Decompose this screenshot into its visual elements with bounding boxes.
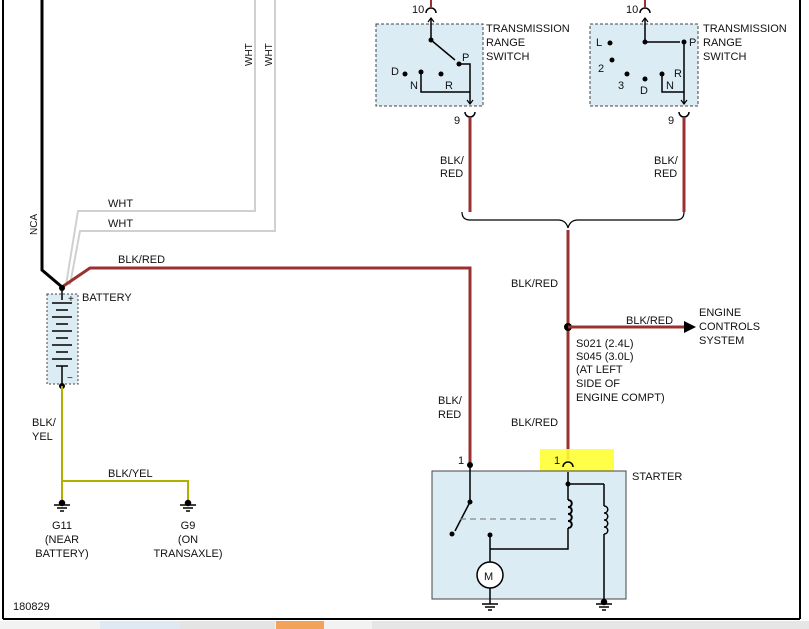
g9-label: G9 (ON TRANSAXLE)	[153, 520, 222, 560]
wht-vertical-label-1: WHT	[244, 43, 255, 66]
ground-g9-symbol	[180, 499, 196, 512]
trs-right-title-2: RANGE	[703, 37, 742, 49]
center-wire-label-1: BLK/RED	[511, 278, 558, 290]
g11-label: G11 (NEAR BATTERY)	[35, 520, 88, 560]
battery-starter-wire	[61, 266, 472, 465]
wht-wire-1	[65, 0, 256, 286]
trs-right-title-3: SWITCH	[703, 51, 746, 63]
blk-red-battery-label: BLK/RED	[118, 254, 165, 266]
starter-pin-1a: 1	[458, 455, 464, 467]
starter-label: STARTER	[632, 471, 682, 483]
trs-left-title-1: TRANSMISSION	[486, 23, 570, 35]
taskbar-segment-2	[180, 621, 275, 629]
wire-brace	[461, 211, 685, 229]
svg-text:G11: G11	[52, 520, 72, 532]
battery-plus: +	[68, 294, 74, 305]
starter-motor-label: M	[484, 571, 493, 583]
engine-controls-wire-label: BLK/RED	[626, 315, 673, 327]
trs-left-pos-d: D	[391, 66, 399, 78]
starter-ground-2	[596, 598, 612, 611]
pin-highlight	[540, 449, 614, 471]
blk-yel-label-c: BLK/YEL	[108, 468, 153, 480]
taskbar-segment-3	[276, 621, 324, 629]
trs-left-pin-top: 10	[412, 4, 424, 16]
engine-controls-2: CONTROLS	[699, 321, 760, 333]
taskbar-segment-4	[372, 621, 809, 629]
ground-g9-wire	[62, 480, 189, 503]
trs-right-pos-2: 2	[598, 63, 604, 75]
starter	[431, 461, 627, 604]
trs-right	[589, 0, 699, 212]
wht-wire-2	[69, 0, 276, 286]
wht-label-2: WHT	[108, 218, 133, 230]
trs-right-pos-p: P	[689, 37, 696, 49]
splice-3: (AT LEFT	[576, 364, 623, 376]
splice-4: SIDE OF	[576, 378, 620, 390]
engine-controls-1: ENGINE	[699, 307, 741, 319]
engine-controls-3: SYSTEM	[699, 335, 744, 347]
svg-text:BATTERY): BATTERY)	[35, 548, 88, 560]
splice-2: S045 (3.0L)	[576, 351, 633, 363]
trs-left-pin-bottom: 9	[454, 115, 460, 127]
trs-right-pos-l: L	[596, 37, 602, 49]
trs-left-title-3: SWITCH	[486, 51, 529, 63]
taskbar-strip	[0, 621, 809, 629]
trs-left-wire-label-a: BLK/	[440, 155, 465, 167]
battery	[46, 288, 79, 386]
trs-left	[375, 0, 484, 212]
ground-g11-symbol	[54, 499, 70, 512]
nca-wire	[40, 0, 63, 289]
trs-right-wire-label-a: BLK/	[654, 155, 679, 167]
trs-left-pos-p: P	[462, 52, 469, 64]
trs-right-pos-n: N	[666, 80, 674, 92]
trs-right-title-1: TRANSMISSION	[703, 23, 787, 35]
trs-right-wire-label-b: RED	[654, 168, 677, 180]
center-wire-label-2: BLK/RED	[511, 417, 558, 429]
wht-vertical-label-2: WHT	[264, 43, 275, 66]
nca-label: NCA	[29, 214, 40, 235]
starter-pin-1b: 1	[554, 455, 560, 467]
trs-right-pos-r: R	[674, 68, 682, 80]
blk-yel-label-a: BLK/	[32, 417, 57, 429]
svg-text:TRANSAXLE): TRANSAXLE)	[153, 548, 222, 560]
starter-ground-1	[482, 603, 498, 611]
engine-controls-arrow	[684, 321, 696, 333]
diagram-id: 180829	[13, 601, 50, 613]
trs-right-pos-d: D	[640, 85, 648, 97]
trs-left-title-2: RANGE	[486, 37, 525, 49]
splice-5: ENGINE COMPT)	[576, 392, 665, 404]
battery-minus: −	[67, 373, 73, 384]
trs-left-wire-label-b: RED	[440, 168, 463, 180]
blk-yel-label-b: YEL	[32, 431, 53, 443]
svg-text:(NEAR: (NEAR	[45, 534, 79, 546]
wht-label-1: WHT	[108, 198, 133, 210]
battery-label: BATTERY	[82, 292, 132, 304]
taskbar-segment-1	[100, 621, 180, 629]
svg-text:G9: G9	[181, 520, 196, 532]
splice-1: S021 (2.4L)	[576, 338, 633, 350]
battery-wire-label-b: RED	[438, 409, 461, 421]
trs-right-pos-3: 3	[618, 80, 624, 92]
trs-right-pin-bottom: 9	[668, 115, 674, 127]
trs-right-pin-top: 10	[626, 4, 638, 16]
battery-wire-label-a: BLK/	[438, 395, 463, 407]
trs-left-pos-r: R	[445, 80, 453, 92]
trs-left-pos-n: N	[410, 80, 418, 92]
svg-text:(ON: (ON	[178, 534, 198, 546]
